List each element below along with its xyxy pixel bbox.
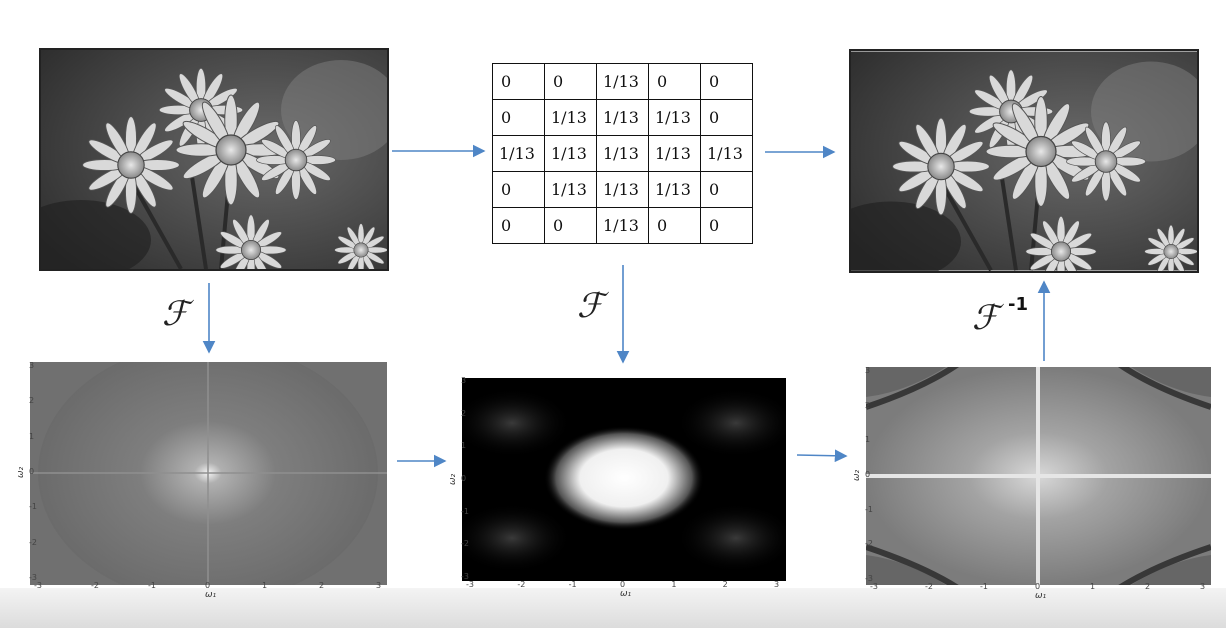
product-spectrum bbox=[866, 367, 1211, 585]
kernel-cell: 1/13 bbox=[648, 99, 701, 136]
spectrum3-y-tick: -3 bbox=[865, 574, 873, 583]
spectrum1-y-tick: 3 bbox=[29, 361, 35, 370]
spectrum2-x-tick: 2 bbox=[722, 580, 728, 589]
inverse-fourier-operator: ℱ bbox=[972, 298, 999, 338]
arrow-spec2-to-spec3 bbox=[796, 449, 848, 463]
spectrum3-x-axis-label: ω₁ bbox=[1035, 591, 1047, 601]
fourier-operator-left: ℱ bbox=[162, 294, 189, 334]
spectrum1-y-tick: 2 bbox=[29, 396, 35, 406]
spectrum1-x-tick: -3 bbox=[34, 581, 42, 590]
spectrum3-y-tick: -1 bbox=[865, 504, 873, 514]
kernel-cell: 1/13 bbox=[596, 207, 649, 244]
spectrum2-x-tick: -3 bbox=[466, 580, 474, 589]
spectrum2-y-tick: 3 bbox=[461, 376, 467, 385]
bottom-bar bbox=[0, 588, 1226, 628]
spectrum3-x-tick: 1 bbox=[1090, 582, 1096, 591]
spectrum1-x-tick: 1 bbox=[262, 581, 268, 590]
spectrum1-y-tick: 1 bbox=[29, 431, 35, 441]
spectrum3-x-tick: 3 bbox=[1200, 582, 1206, 591]
kernel-cell: 1/13 bbox=[544, 135, 597, 172]
spectrum3-x-tick: -3 bbox=[870, 582, 878, 591]
spectrum2-x-tick: 1 bbox=[671, 580, 677, 589]
spectrum1-y-tick: -3 bbox=[29, 573, 37, 582]
spectrum3-x-tick: -1 bbox=[980, 582, 988, 591]
spectrum3-x-tick: -2 bbox=[925, 582, 933, 591]
spectrum2-x-tick: 0 bbox=[620, 580, 626, 589]
kernel-cell: 1/13 bbox=[544, 99, 597, 136]
kernel-cell: 0 bbox=[544, 63, 597, 100]
spectrum1-y-tick: 0 bbox=[29, 467, 35, 476]
spectrum1-x-tick: -2 bbox=[91, 581, 99, 590]
kernel-cell: 0 bbox=[648, 63, 701, 100]
spectrum1-y-tick: -1 bbox=[29, 502, 37, 512]
spectrum1-x-tick: 0 bbox=[205, 581, 211, 590]
spectrum2-y-tick: -1 bbox=[461, 506, 469, 516]
spectrum2-y-tick: -2 bbox=[461, 539, 469, 549]
spectrum1-x-tick: 3 bbox=[376, 581, 382, 590]
spectrum3-x-tick: 0 bbox=[1035, 582, 1041, 591]
spectrum2-x-tick: -1 bbox=[568, 580, 577, 589]
image-spectrum bbox=[30, 362, 387, 585]
kernel-cell: 1/13 bbox=[596, 63, 649, 100]
spectrum3-y-tick: 0 bbox=[865, 470, 871, 479]
spectrum2-y-tick: 2 bbox=[461, 408, 467, 418]
spectrum3-y-tick: 1 bbox=[865, 435, 871, 445]
kernel-cell: 0 bbox=[492, 171, 545, 208]
kernel-cell: 0 bbox=[700, 207, 753, 244]
spectrum3-y-tick: -2 bbox=[865, 539, 873, 549]
inverse-exponent: -1 bbox=[1008, 294, 1028, 315]
kernel-cell: 0 bbox=[700, 99, 753, 136]
kernel-cell: 0 bbox=[492, 63, 545, 100]
spectrum1-x-tick: 2 bbox=[319, 581, 325, 590]
kernel-cell: 1/13 bbox=[596, 99, 649, 136]
spectrum3-y-tick: 3 bbox=[865, 366, 871, 375]
spectrum2-x-axis-label: ω₁ bbox=[620, 589, 632, 599]
filter-spectrum bbox=[462, 378, 786, 581]
spectrum2-y-tick: -3 bbox=[461, 572, 469, 581]
spectrum3-y-tick: 2 bbox=[865, 400, 871, 410]
kernel-cell: 0 bbox=[492, 207, 545, 244]
kernel-cell: 1/13 bbox=[596, 171, 649, 208]
spectrum2-x-tick: -2 bbox=[517, 580, 526, 589]
fourier-operator-center: ℱ bbox=[577, 286, 604, 326]
spectrum2-y-tick: 0 bbox=[461, 474, 467, 483]
spectrum1-x-tick: -1 bbox=[148, 581, 156, 590]
kernel-cell: 0 bbox=[492, 99, 545, 136]
output-image bbox=[849, 49, 1199, 273]
spectrum1-x-axis-label: ω₁ bbox=[205, 590, 217, 600]
kernel-cell: 1/13 bbox=[700, 135, 753, 172]
spectrum3-x-tick: 2 bbox=[1145, 582, 1151, 591]
kernel-cell: 1/13 bbox=[544, 171, 597, 208]
spectrum1-y-tick: -2 bbox=[29, 537, 37, 547]
kernel-cell: 1/13 bbox=[492, 135, 545, 172]
spectrum2-x-tick: 3 bbox=[774, 580, 780, 589]
input-image bbox=[39, 48, 389, 271]
spectrum2-y-tick: 1 bbox=[461, 441, 467, 451]
